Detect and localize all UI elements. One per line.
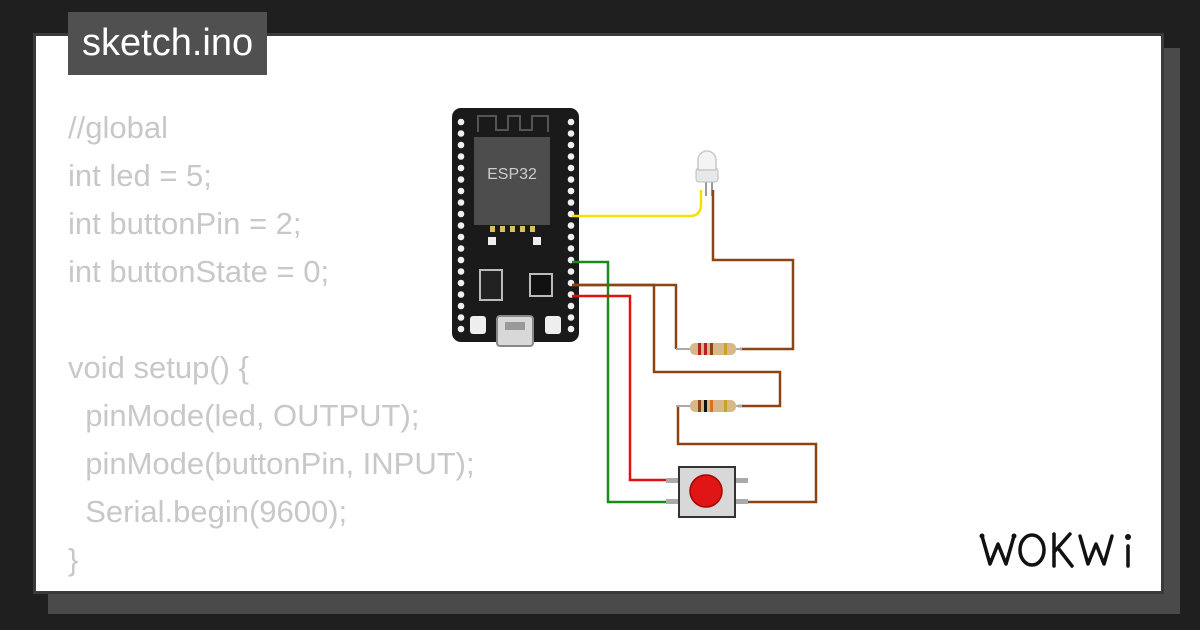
- board-pin: [457, 222, 465, 229]
- code-line: pinMode(led, OUTPUT);: [68, 398, 420, 433]
- board-pin: [567, 302, 575, 310]
- board-pin: [567, 141, 575, 149]
- board-pin: [457, 245, 465, 252]
- board-pin: [457, 268, 465, 275]
- wire-red: [572, 294, 680, 482]
- code-line: pinMode(buttonPin, INPUT);: [68, 446, 475, 481]
- board-pin: [567, 314, 575, 321]
- wire-yellow: [572, 190, 703, 218]
- code-line: }: [68, 542, 79, 577]
- board-pin: [457, 314, 465, 321]
- board-pin: [567, 130, 575, 137]
- board-pin: [457, 233, 465, 241]
- board-pin: [457, 199, 465, 206]
- board-pin: [457, 302, 465, 310]
- board-pin: [567, 268, 575, 275]
- board-pin: [457, 279, 465, 287]
- wire-brown: [676, 406, 818, 504]
- board-pin: [567, 164, 575, 172]
- board-pin: [457, 118, 465, 126]
- board-pin: [457, 176, 465, 183]
- resistor: [676, 400, 742, 412]
- code-line: int led = 5;: [68, 158, 212, 193]
- wires: [572, 190, 818, 504]
- board-pin: [567, 118, 575, 126]
- pushbutton: [666, 466, 748, 518]
- board-pin: [567, 233, 575, 241]
- resistor: [676, 343, 742, 355]
- board-pin: [567, 199, 575, 206]
- board-pin: [457, 164, 465, 172]
- board-pin: [567, 222, 575, 229]
- esp32-board: ESP32: [452, 108, 579, 347]
- wire-green: [572, 260, 680, 504]
- board-pin: [457, 141, 465, 149]
- code-line: //global: [68, 110, 168, 145]
- board-pin: [457, 153, 465, 160]
- file-title: sketch.ino: [68, 12, 268, 75]
- code-snippet: //global int led = 5; int buttonPin = 2; in…: [68, 104, 475, 584]
- code-line: Serial.begin(9600);: [68, 494, 348, 529]
- board-pin: [567, 153, 575, 160]
- code-line: int buttonState = 0;: [68, 254, 330, 289]
- wire-brown: [711, 190, 795, 351]
- board-pin: [567, 187, 575, 195]
- board-pin: [457, 256, 465, 264]
- board-pin: [457, 187, 465, 195]
- wire-brown: [572, 283, 678, 349]
- code-line: int buttonPin = 2;: [68, 206, 302, 241]
- board-pin: [457, 130, 465, 137]
- board-pin: [457, 210, 465, 218]
- board-pin: [567, 325, 575, 333]
- board-pin: [567, 245, 575, 252]
- board-pin: [457, 291, 465, 298]
- preview-card: [33, 33, 1164, 594]
- wire-brown: [572, 283, 782, 408]
- board-pin: [457, 325, 465, 333]
- led: [695, 150, 719, 196]
- board-label: ESP32: [487, 166, 537, 183]
- wokwi-logo-icon: [979, 532, 1131, 568]
- board-pin: [567, 176, 575, 183]
- code-line: void setup() {: [68, 350, 249, 385]
